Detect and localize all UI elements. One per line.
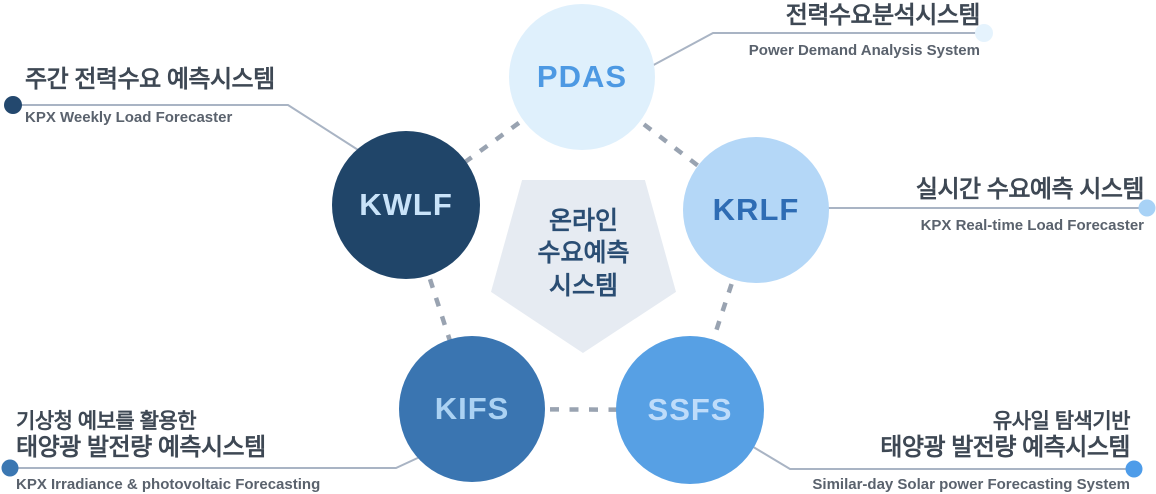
annotation-kifs-korean-line1: 기상청 예보를 활용한: [16, 410, 197, 433]
node-ssfs: SSFS: [616, 336, 764, 484]
annotation-pdas-korean: 전력수요분석시스템: [785, 2, 981, 29]
label-dot-pdas: [975, 24, 993, 42]
node-ssfs-label: SSFS: [647, 392, 733, 427]
node-pdas-label: PDAS: [536, 59, 628, 94]
annotation-ssfs: 유사일 탐색기반 태양광 발전량 예측시스템 Similar-day Solar…: [770, 409, 1130, 494]
annotation-pdas-english: Power Demand Analysis System: [748, 41, 980, 59]
node-krlf-label: KRLF: [712, 192, 800, 227]
node-pdas: PDAS: [509, 4, 655, 150]
annotation-kwlf-korean: 주간 전력수요 예측시스템: [25, 66, 275, 93]
center-pentagon-label: 온라인 수요예측 시스템: [537, 206, 630, 300]
annotation-ssfs-english: Similar-day Solar power Forecasting Syst…: [812, 475, 1130, 493]
annotation-kifs-korean-line2: 태양광 발전량 예측시스템: [16, 434, 266, 462]
annotation-kifs: 기상청 예보를 활용한 태양광 발전량 예측시스템 KPX Irradiance…: [16, 409, 376, 494]
node-krlf: KRLF: [683, 137, 829, 283]
annotation-ssfs-korean-line2: 태양광 발전량 예측시스템: [880, 434, 1130, 462]
node-kifs-label: KIFS: [434, 391, 510, 426]
label-dot-kifs: [1, 459, 19, 477]
annotation-krlf: 실시간 수요예측 시스템 KPX Real-time Load Forecast…: [824, 176, 1145, 235]
annotation-pdas: 전력수요분석시스템 Power Demand Analysis System: [660, 2, 981, 60]
label-line-ssfs: [739, 438, 1134, 470]
node-kwlf-label: KWLF: [359, 187, 453, 222]
node-kwlf: KWLF: [332, 131, 480, 279]
label-line-pdas: [647, 32, 984, 69]
label-dot-kwlf: [4, 96, 22, 114]
annotation-kifs-english: KPX Irradiance & photovoltaic Forecastin…: [16, 475, 321, 494]
annotation-krlf-korean: 실시간 수요예측 시스템: [915, 176, 1145, 203]
annotation-ssfs-korean-line1: 유사일 탐색기반: [992, 410, 1131, 433]
annotation-kwlf-english: KPX Weekly Load Forecaster: [25, 108, 233, 126]
label-line-kwlf: [13, 104, 381, 165]
annotation-kwlf: 주간 전력수요 예측시스템 KPX Weekly Load Forecaster: [25, 66, 345, 127]
annotation-krlf-english: KPX Real-time Load Forecaster: [920, 216, 1144, 234]
label-dot-ssfs: [1125, 460, 1143, 478]
label-dot-krlf: [1138, 199, 1156, 217]
node-kifs: KIFS: [399, 336, 545, 482]
